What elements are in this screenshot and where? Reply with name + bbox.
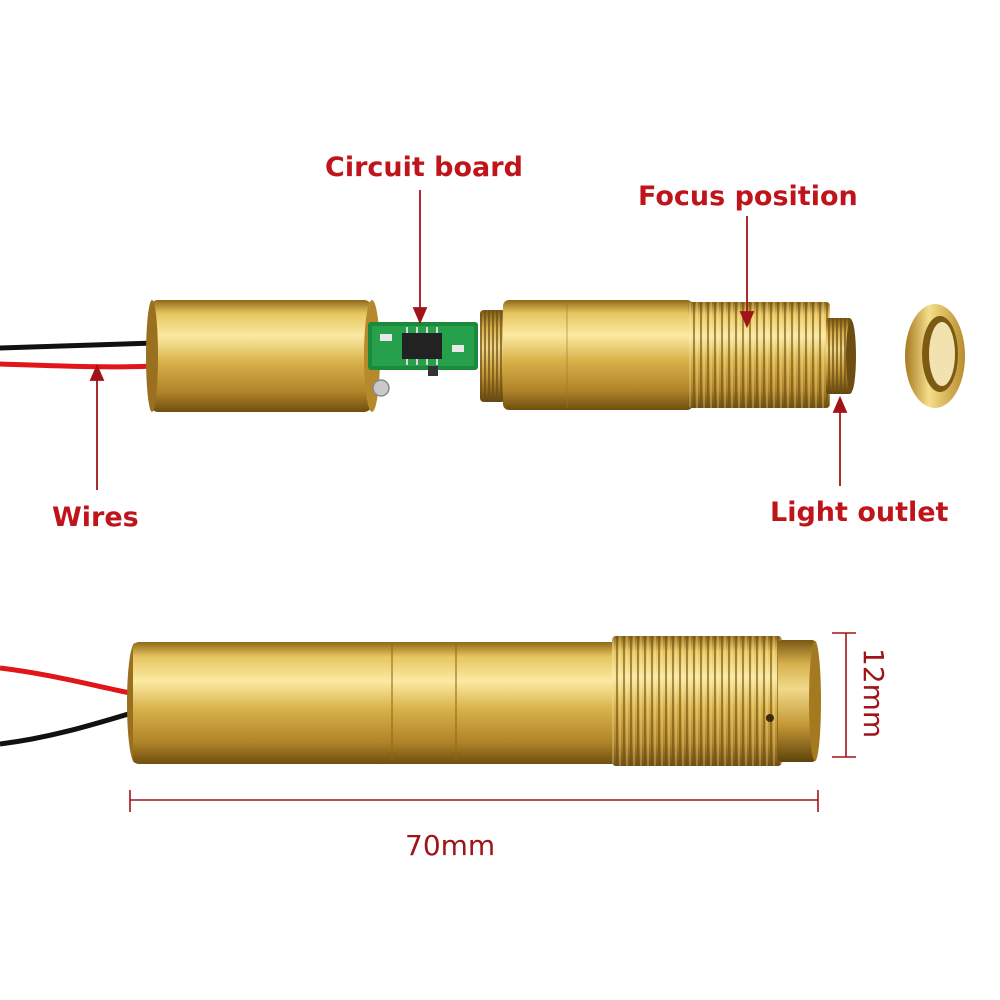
dimension-lines bbox=[129, 632, 856, 812]
arrowhead bbox=[739, 311, 755, 329]
label-focus-position: Focus position bbox=[638, 181, 858, 212]
assembled-module bbox=[0, 636, 821, 766]
label-wires: Wires bbox=[52, 502, 139, 533]
length-label: 70mm bbox=[405, 829, 495, 862]
threaded-connector bbox=[480, 310, 506, 402]
arrowhead bbox=[89, 363, 105, 381]
front-thread bbox=[826, 318, 856, 394]
arrowhead bbox=[832, 395, 848, 413]
arrowhead bbox=[412, 307, 428, 325]
wires-bottom bbox=[0, 665, 136, 747]
circuit-board bbox=[368, 322, 478, 397]
disassembled-module bbox=[0, 300, 965, 412]
assembled-knurled-sleeve bbox=[612, 636, 782, 766]
label-circuit-board: Circuit board bbox=[325, 152, 523, 183]
wires-top bbox=[0, 340, 156, 370]
label-light-outlet: Light outlet bbox=[770, 497, 949, 528]
diameter-label: 12mm bbox=[857, 648, 890, 738]
assembled-front-cap bbox=[778, 640, 821, 762]
main-tube bbox=[503, 300, 693, 410]
assembled-body bbox=[127, 642, 619, 764]
rear-sleeve bbox=[146, 300, 380, 412]
callout-lines bbox=[89, 190, 848, 490]
knurled-focus-sleeve bbox=[688, 302, 830, 408]
cap-ring bbox=[905, 304, 965, 408]
